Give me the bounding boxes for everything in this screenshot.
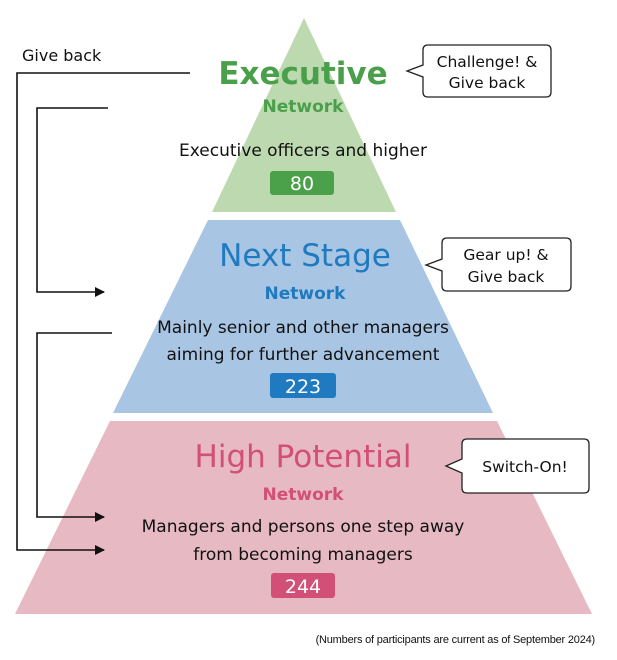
give-back-connectors [16, 72, 190, 555]
next-stage-speech-bubble: Gear up! & Give back [424, 237, 572, 292]
next-stage-tier: Next Stage Network Mainly senior and oth… [157, 238, 449, 398]
high-potential-speech-bubble: Switch-On! [444, 438, 590, 494]
next-stage-tier-shape [113, 220, 493, 413]
connector-next-stage-to-high-potential [36, 332, 112, 522]
executive-tier-shape [212, 18, 396, 212]
executive-bubble-line-1: Challenge! & [437, 53, 538, 71]
next-stage-count-badge [270, 373, 336, 398]
high-potential-tier: High Potential Network Managers and pers… [142, 439, 465, 598]
executive-tier: Executive Network Executive officers and… [179, 56, 427, 195]
executive-count: 80 [290, 173, 314, 195]
next-stage-title: Next Stage [219, 238, 391, 274]
high-potential-count: 244 [285, 576, 321, 598]
next-stage-description-line-2: aiming for further advancement [167, 345, 440, 365]
next-stage-count: 223 [285, 376, 321, 398]
high-potential-tier-shape [15, 421, 592, 614]
next-stage-subtitle: Network [265, 284, 347, 304]
executive-count-badge [270, 171, 334, 195]
high-potential-title: High Potential [195, 439, 412, 475]
connector-executive-to-high-potential [16, 72, 190, 555]
executive-bubble-line-2: Give back [449, 74, 526, 92]
executive-title: Executive [218, 56, 387, 92]
high-potential-description-line-1: Managers and persons one step away [142, 517, 465, 537]
footnote: (Numbers of participants are current as … [315, 634, 596, 646]
next-stage-description-line-1: Mainly senior and other managers [157, 318, 449, 338]
high-potential-subtitle: Network [263, 485, 345, 505]
executive-speech-bubble: Challenge! & Give back [405, 44, 552, 98]
connector-executive-to-next-stage [36, 107, 108, 297]
high-potential-bubble-line-1: Switch-On! [482, 458, 568, 476]
executive-description-line-1: Executive officers and higher [179, 141, 427, 161]
executive-subtitle: Network [263, 97, 345, 117]
high-potential-count-badge [271, 573, 335, 598]
high-potential-description-line-2: from becoming managers [193, 545, 413, 565]
next-stage-bubble-line-1: Gear up! & [463, 246, 548, 264]
give-back-label: Give back [22, 46, 102, 65]
next-stage-bubble-line-2: Give back [468, 268, 545, 286]
